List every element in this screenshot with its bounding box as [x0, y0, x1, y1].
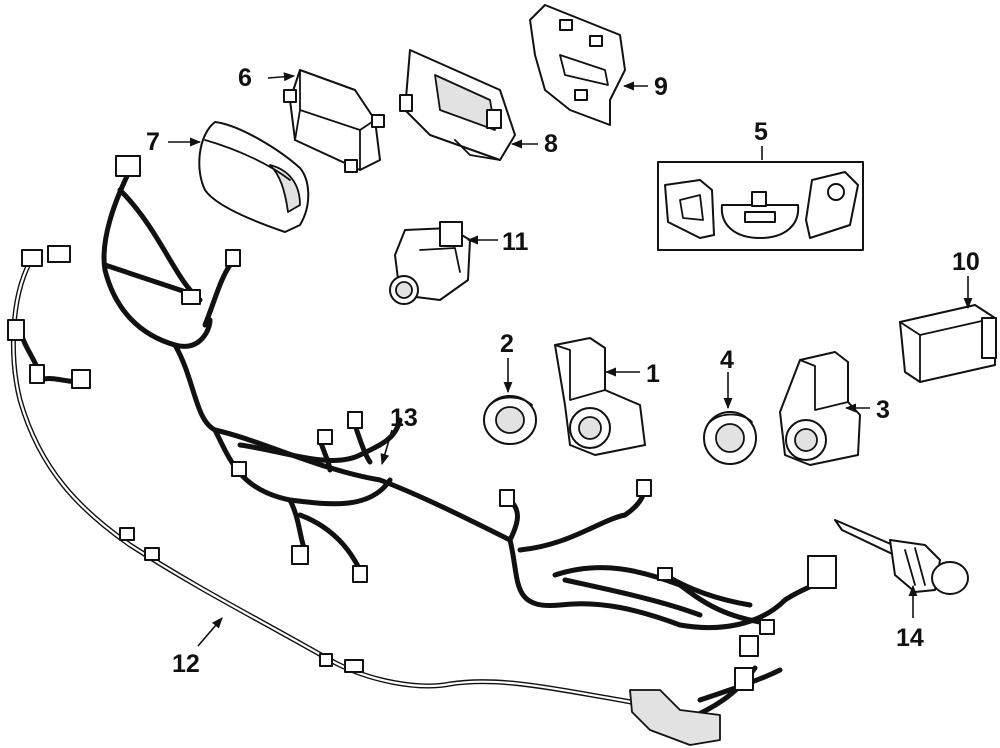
callout-14: 14	[896, 624, 924, 652]
connector-icon	[291, 545, 309, 565]
connector-icon	[734, 667, 754, 691]
sensor-ring-2[interactable]	[483, 395, 537, 445]
connector-icon	[181, 289, 201, 305]
callout-8: 8	[544, 130, 558, 158]
callout-12: 12	[172, 650, 200, 678]
connector-icon	[347, 411, 363, 429]
callout-4: 4	[720, 346, 734, 374]
callout-5: 5	[754, 118, 768, 146]
connector-icon	[317, 429, 333, 445]
connector-icon	[352, 565, 368, 583]
connector-icon	[807, 555, 837, 589]
module-bracket-8[interactable]	[399, 49, 516, 161]
harness-bracket	[629, 689, 721, 746]
connector-icon	[231, 461, 247, 477]
control-module-6[interactable]	[283, 69, 385, 173]
connector-icon	[657, 567, 673, 581]
callout-9: 9	[654, 73, 668, 101]
leader-arrow-13	[380, 429, 393, 466]
leader-arrow-12	[197, 617, 223, 647]
bumper-wiring-harness[interactable]	[7, 245, 783, 746]
connector-icon	[636, 479, 652, 497]
callout-labels: 6 7 8 9 5 10 11 2 1 4 3 13 12 14	[146, 64, 980, 678]
mounting-plate-9[interactable]	[529, 4, 626, 126]
connector-icon	[225, 249, 241, 267]
connector-icon	[119, 527, 135, 541]
leader-arrow-6	[267, 72, 296, 82]
callout-7: 7	[146, 128, 160, 156]
sensor-wiring-harness[interactable]	[101, 155, 837, 635]
callout-1: 1	[646, 360, 660, 388]
sensor-kit-box-5[interactable]	[657, 161, 864, 251]
parking-sensor-3[interactable]	[779, 351, 861, 466]
connector-icon	[319, 653, 333, 667]
callout-11: 11	[502, 228, 529, 256]
callout-10: 10	[952, 248, 980, 276]
callout-6: 6	[238, 64, 252, 92]
connector-icon	[759, 619, 775, 635]
callout-13: 13	[390, 404, 418, 432]
callout-3: 3	[876, 396, 890, 424]
connector-icon	[47, 245, 71, 263]
connector-icon	[499, 489, 515, 507]
sensor-module-7[interactable]	[198, 121, 310, 233]
callout-2: 2	[500, 330, 514, 358]
connector-icon	[739, 635, 759, 657]
connector-icon	[7, 319, 25, 341]
parking-sensor-1[interactable]	[554, 337, 646, 456]
connector-icon	[71, 369, 91, 389]
leader-lines	[168, 72, 973, 647]
connector-icon	[115, 155, 141, 177]
temperature-sensor-14[interactable]	[834, 519, 969, 595]
connector-icon	[29, 364, 45, 384]
connector-icon	[344, 659, 364, 673]
module-10[interactable]	[899, 304, 997, 383]
connector-icon	[21, 249, 43, 267]
connector-icon	[144, 547, 160, 561]
sensor-ring-4[interactable]	[703, 411, 757, 465]
camera-11[interactable]	[389, 221, 471, 305]
